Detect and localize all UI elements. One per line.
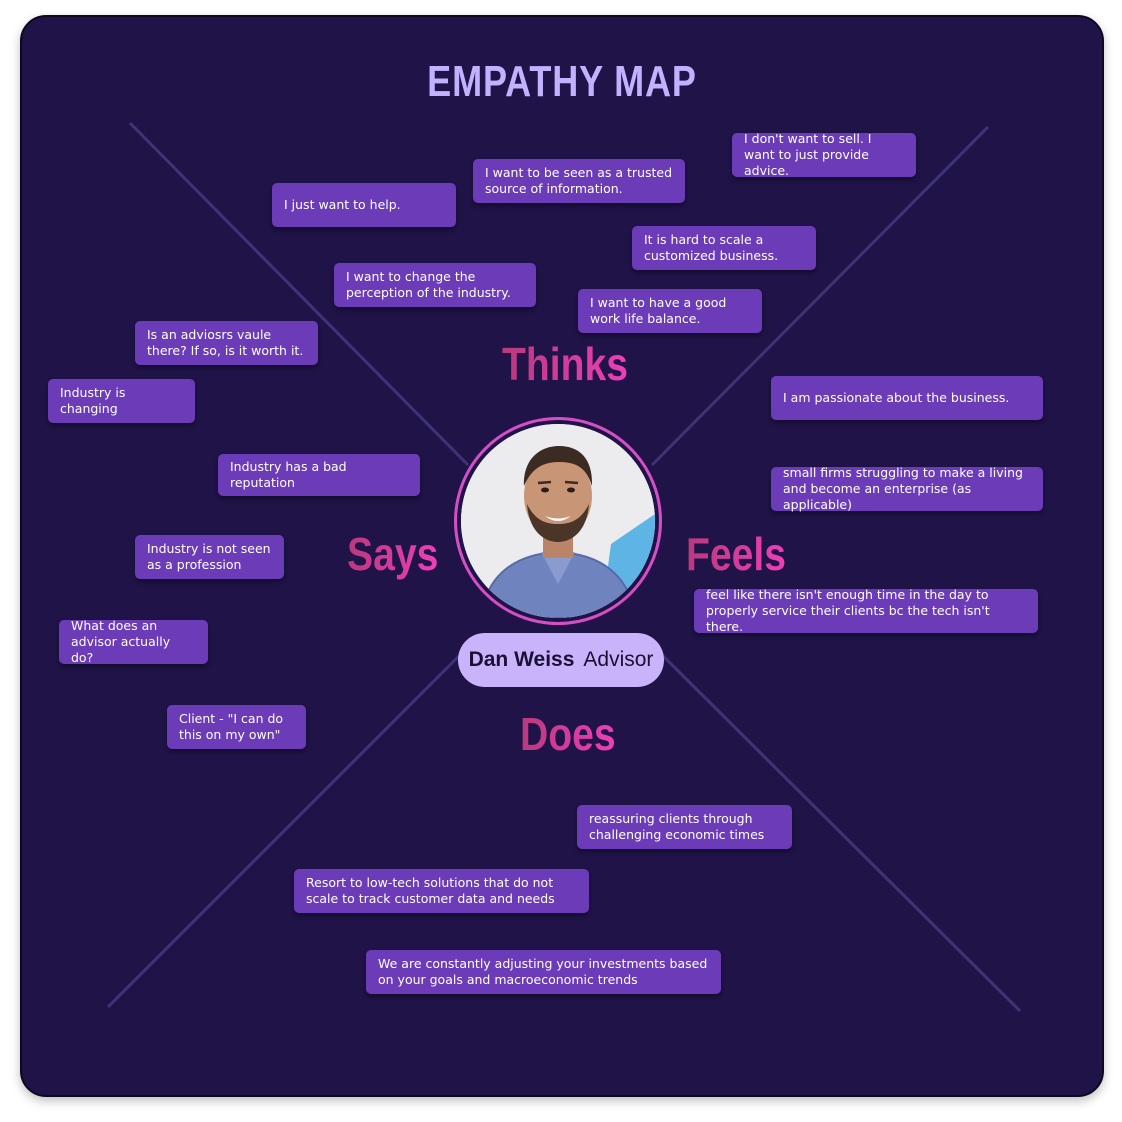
sticky-note[interactable]: I want to be seen as a trusted source of… [473, 159, 685, 203]
quadrant-divider-lines [106, 121, 1022, 1013]
persona-photo [461, 424, 655, 618]
sticky-note[interactable]: small firms struggling to make a living … [771, 465, 1043, 512]
divider-line-top-left [128, 121, 470, 467]
sticky-note[interactable]: Industry is changing [48, 379, 195, 423]
divider-line-bottom-left [106, 645, 470, 1009]
persona-name-pill: Dan Weiss Advisor [458, 633, 664, 687]
persona-name: Dan Weiss [468, 648, 575, 671]
sticky-note[interactable]: I just want to help. [272, 183, 456, 227]
page-title: EMPATHY MAP [427, 57, 697, 106]
sticky-note[interactable]: It is hard to scale a customized busines… [632, 226, 816, 270]
sticky-note[interactable]: feel like there isn't enough time in the… [694, 587, 1038, 634]
sticky-note[interactable]: Is an adviosrs vaule there? If so, is it… [135, 321, 318, 365]
quadrant-label-feels: Feels [686, 528, 786, 580]
divider-line-top-right [650, 125, 990, 467]
sticky-note[interactable]: Client - "I can do this on my own" [167, 705, 306, 749]
empathy-map-board: EMPATHY MAP I just want to help. I want … [20, 15, 1104, 1097]
quadrant-label-thinks: Thinks [502, 338, 629, 390]
sticky-note[interactable]: Industry has a bad reputation [218, 454, 420, 496]
avatar [461, 424, 655, 618]
quadrant-label-says: Says [347, 528, 439, 580]
divider-line-bottom-right [650, 643, 1022, 1013]
sticky-note[interactable]: I don't want to sell. I want to just pro… [732, 131, 916, 178]
persona-role: Advisor [583, 648, 654, 671]
sticky-note[interactable]: We are constantly adjusting your investm… [366, 950, 721, 994]
sticky-note[interactable]: I am passionate about the business. [771, 376, 1043, 420]
sticky-note[interactable]: I want to have a good work life balance. [578, 289, 762, 333]
sticky-note[interactable]: Resort to low-tech solutions that do not… [294, 869, 589, 913]
quadrant-label-does: Does [520, 708, 616, 760]
sticky-note[interactable]: reassuring clients through challenging e… [577, 805, 792, 849]
persona-avatar-ring [454, 417, 662, 625]
sticky-note[interactable]: Industry is not seen as a profession [135, 535, 284, 579]
sticky-note[interactable]: I want to change the perception of the i… [334, 263, 536, 307]
sticky-note[interactable]: What does an advisor actually do? [59, 618, 208, 665]
